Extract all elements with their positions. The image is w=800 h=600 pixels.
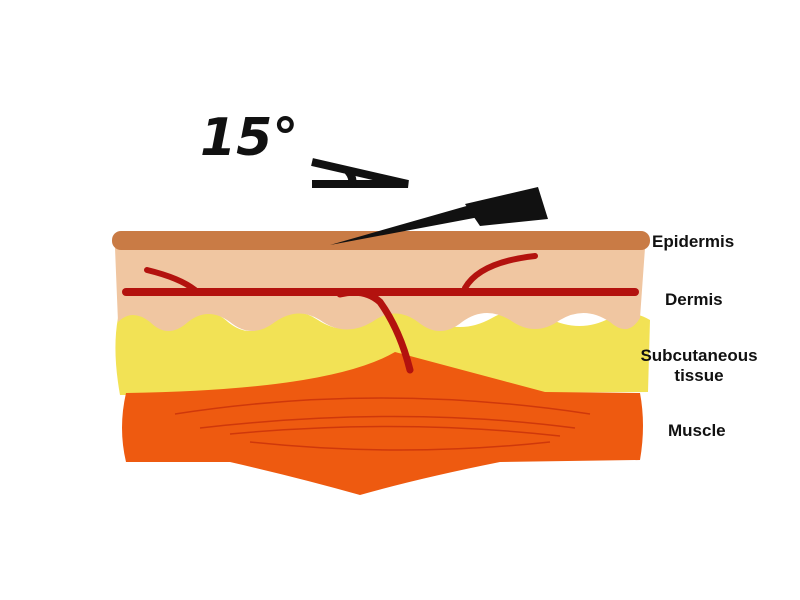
subcutaneous-layer bbox=[115, 309, 650, 395]
epidermis-label: Epidermis bbox=[652, 232, 735, 251]
subcutaneous-label-line1: Subcutaneous bbox=[640, 346, 758, 365]
muscle-layer bbox=[122, 352, 643, 495]
blood-vessels bbox=[122, 253, 639, 374]
muscle-fibers bbox=[174, 397, 591, 451]
angle-label: 15° bbox=[200, 108, 299, 168]
subcutaneous-label: Subcutaneous tissue bbox=[638, 346, 760, 386]
needle-icon bbox=[330, 187, 548, 245]
angle-icon bbox=[311, 158, 409, 188]
epidermis-layer bbox=[112, 231, 650, 250]
muscle-label: Muscle bbox=[668, 421, 726, 440]
dermis-label: Dermis bbox=[665, 290, 723, 309]
subcutaneous-label-line2: tissue bbox=[674, 366, 724, 385]
